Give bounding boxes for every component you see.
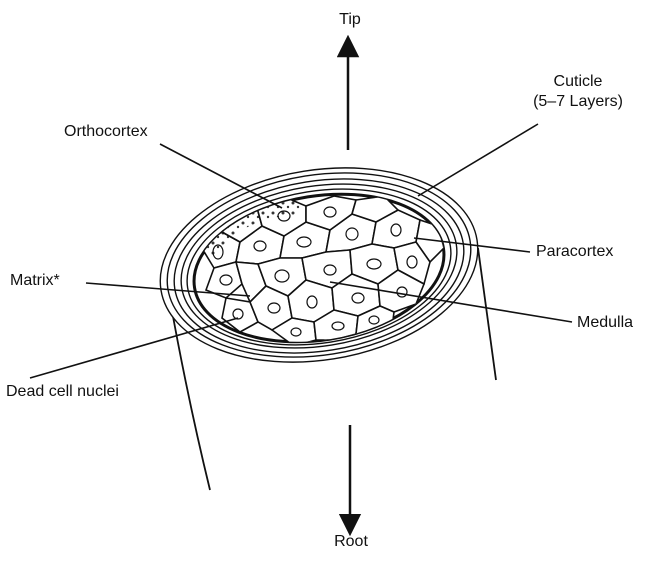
paracortex-label: Paracortex (536, 242, 613, 262)
orthocortex-label: Orthocortex (64, 122, 148, 142)
cuticle-label: Cuticle (5–7 Layers) (518, 72, 638, 112)
matrix-label: Matrix* (10, 271, 60, 291)
medulla-label: Medulla (577, 313, 633, 333)
tip-label: Tip (330, 10, 370, 30)
dead-cell-nuclei-label: Dead cell nuclei (6, 382, 119, 402)
root-label: Root (326, 532, 376, 552)
cuticle-label-line1: Cuticle (518, 72, 638, 92)
cuticle-label-line2: (5–7 Layers) (518, 92, 638, 112)
